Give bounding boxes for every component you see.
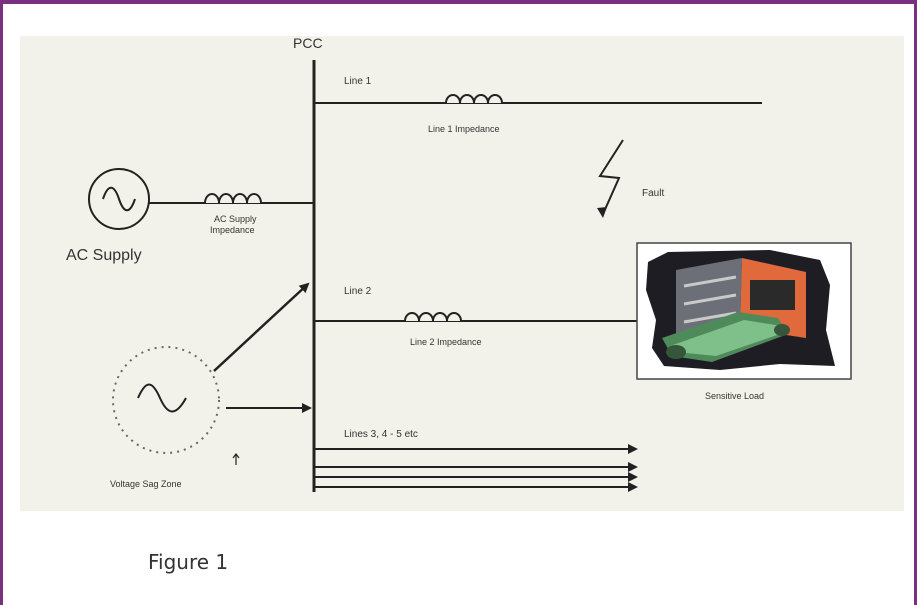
line-2-impedance-coil — [404, 312, 462, 322]
line-1-impedance-label: Line 1 Impedance — [428, 124, 500, 134]
fault-symbol — [598, 139, 624, 215]
line-2-impedance-label: Line 2 Impedance — [410, 337, 482, 347]
lines-more-label: Lines 3, 4 - 5 etc — [344, 429, 418, 440]
ac-supply-label: AC Supply — [66, 247, 142, 264]
sensitive-load-label: Sensitive Load — [705, 391, 764, 401]
line-1-label: Line 1 — [344, 76, 372, 87]
voltage-sag-zone-label: Voltage Sag Zone — [110, 479, 182, 489]
small-up-arrow-icon — [232, 453, 240, 465]
ac-supply-impedance-coil — [204, 193, 262, 204]
figure-caption: Figure 1 — [148, 550, 229, 574]
sag-arrow-to-pcc — [213, 282, 310, 372]
fault-label: Fault — [642, 188, 664, 199]
line-2-label: Line 2 — [344, 286, 372, 297]
voltage-sag-zone-circle — [112, 346, 220, 454]
ac-supply-sine-icon — [102, 186, 136, 212]
pcc-label: PCC — [293, 35, 323, 51]
line-1-impedance-coil — [445, 94, 503, 104]
voltage-sag-zone-sine-icon — [137, 383, 187, 413]
ac-supply-impedance-label-2: Impedance — [210, 225, 255, 235]
fault-arrowhead — [597, 207, 607, 218]
ac-supply-impedance-label-1: AC Supply — [214, 214, 257, 224]
factory-clipart-icon — [646, 250, 835, 370]
